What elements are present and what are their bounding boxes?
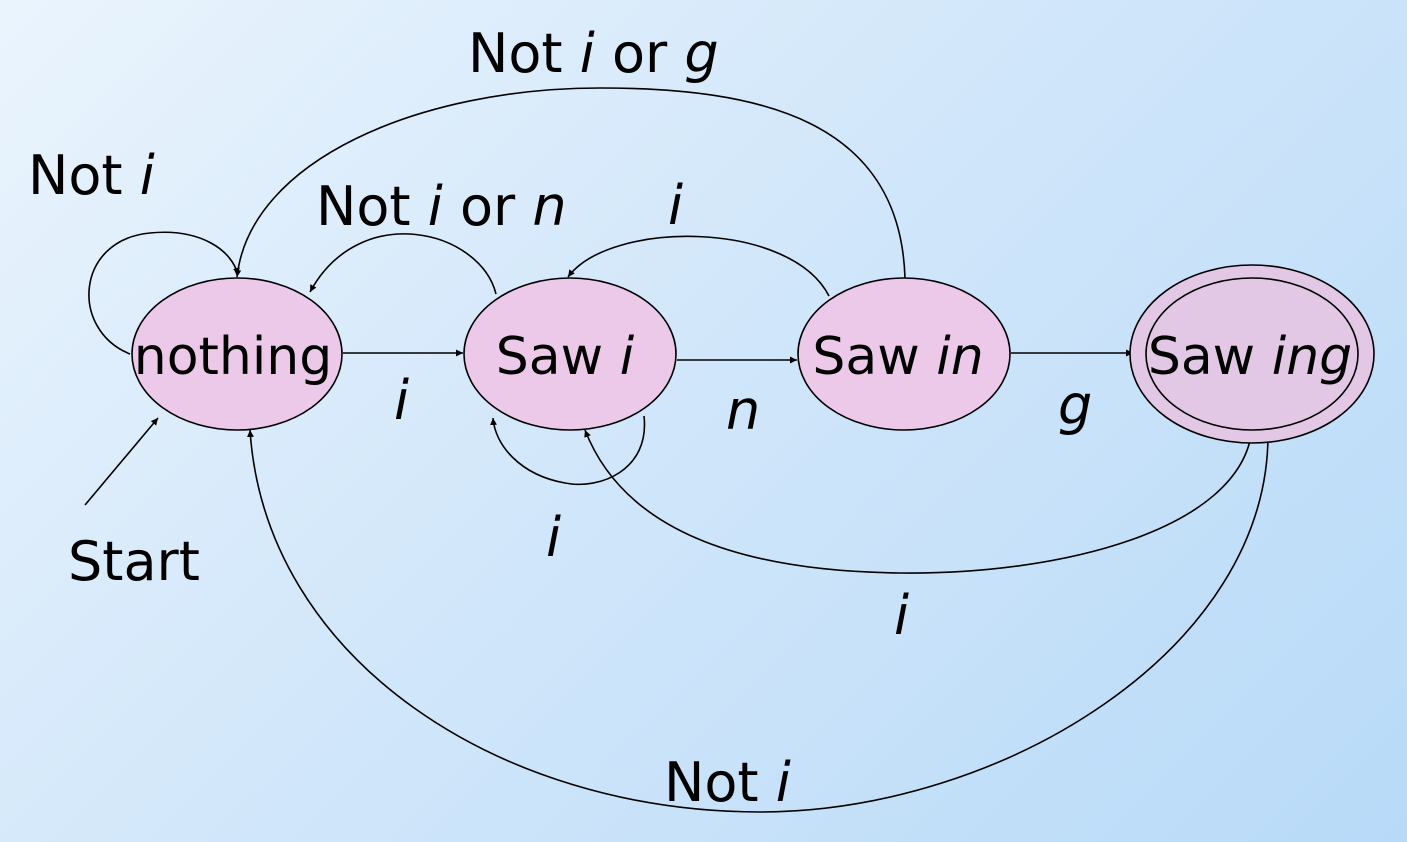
label-saw-i-self-loop: i [546, 506, 561, 569]
label-saw-ing-to-nothing: Not i [664, 751, 791, 814]
edges [84, 87, 1269, 813]
label-start: Start [68, 530, 200, 593]
label-saw-in-to-saw-ing: g [1058, 374, 1092, 437]
edge-saw-in-to-saw-i [567, 235, 830, 297]
edge-saw-ing-to-saw-i [584, 429, 1253, 574]
state-saw-ing: Saw ing [1129, 264, 1375, 444]
state-saw-i-ellipse [463, 277, 677, 431]
edge-saw-in-to-nothing [234, 87, 906, 279]
label-saw-in-to-saw-i: i [668, 174, 683, 237]
edge-saw-ing-to-nothing [246, 429, 1269, 813]
state-saw-i-label: Saw i [496, 327, 635, 387]
state-saw-ing-ellipse [1145, 277, 1359, 431]
state-saw-in-label: Saw in [812, 327, 983, 387]
edge-saw-i-self-loop [490, 415, 646, 486]
state-saw-in: Saw in [797, 277, 1011, 431]
state-saw-in-ellipse [797, 277, 1011, 431]
state-nothing-label: nothing [134, 327, 333, 387]
label-nothing-to-saw-i: i [394, 369, 409, 432]
state-nothing-ellipse [131, 277, 343, 431]
state-saw-ing-label: Saw ing [1148, 327, 1352, 387]
label-nothing-self-loop: Not i [28, 144, 155, 207]
state-saw-i: Saw i [463, 277, 677, 431]
edge-start-arrow [84, 417, 159, 506]
label-saw-i-to-saw-in: n [726, 379, 760, 442]
label-saw-ing-to-saw-i: i [894, 584, 909, 647]
edge-labels: Not i Start i n g Not i or n i Not i or … [28, 22, 1092, 814]
state-nothing: nothing [131, 277, 343, 431]
edge-nothing-self-loop [88, 231, 240, 355]
label-saw-in-to-nothing: Not i or g [468, 22, 719, 85]
label-saw-i-to-nothing: Not i or n [316, 175, 567, 238]
edge-saw-i-to-nothing [309, 233, 497, 295]
